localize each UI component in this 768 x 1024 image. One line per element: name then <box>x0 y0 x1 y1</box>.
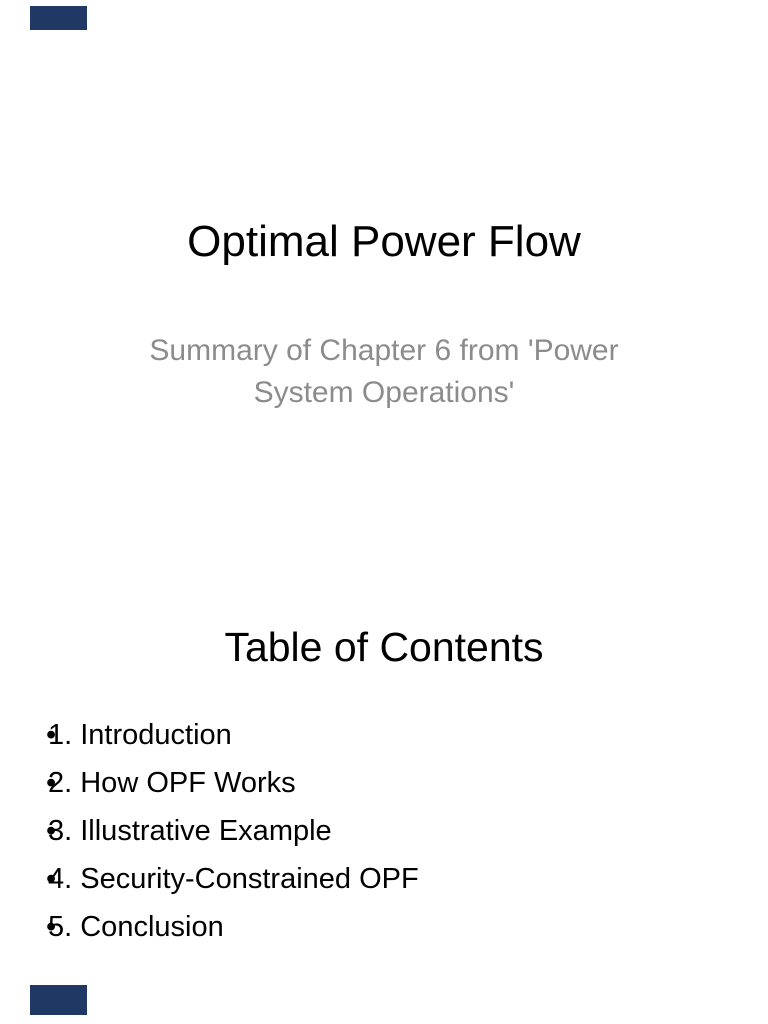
adjacent-slide-decoration-bottom <box>30 985 87 1015</box>
slide-subtitle: Summary of Chapter 6 from 'Power System … <box>149 334 619 409</box>
toc-item-label: 3. Illustrative Example <box>48 814 332 847</box>
toc-item: • 5. Conclusion <box>0 903 768 951</box>
bullet-icon: • <box>46 718 57 751</box>
bullet-icon: • <box>46 910 57 943</box>
toc-item: • 3. Illustrative Example <box>0 807 768 855</box>
toc-item-label: 1. Introduction <box>48 718 232 751</box>
bullet-icon: • <box>46 766 57 799</box>
adjacent-slide-decoration-top <box>30 6 87 30</box>
toc-list: • 1. Introduction • 2. How OPF Works • 3… <box>0 711 768 951</box>
bullet-icon: • <box>46 862 57 895</box>
toc-heading: Table of Contents <box>224 624 544 670</box>
toc-item: • 4. Security-Constrained OPF <box>0 855 768 903</box>
toc-item-label: 4. Security-Constrained OPF <box>48 862 419 895</box>
toc-item: • 2. How OPF Works <box>0 759 768 807</box>
toc-item-label: 2. How OPF Works <box>48 766 296 799</box>
toc-item-label: 5. Conclusion <box>48 910 224 943</box>
bullet-icon: • <box>46 814 57 847</box>
slide-title: Optimal Power Flow <box>187 217 581 266</box>
toc-item: • 1. Introduction <box>0 711 768 759</box>
